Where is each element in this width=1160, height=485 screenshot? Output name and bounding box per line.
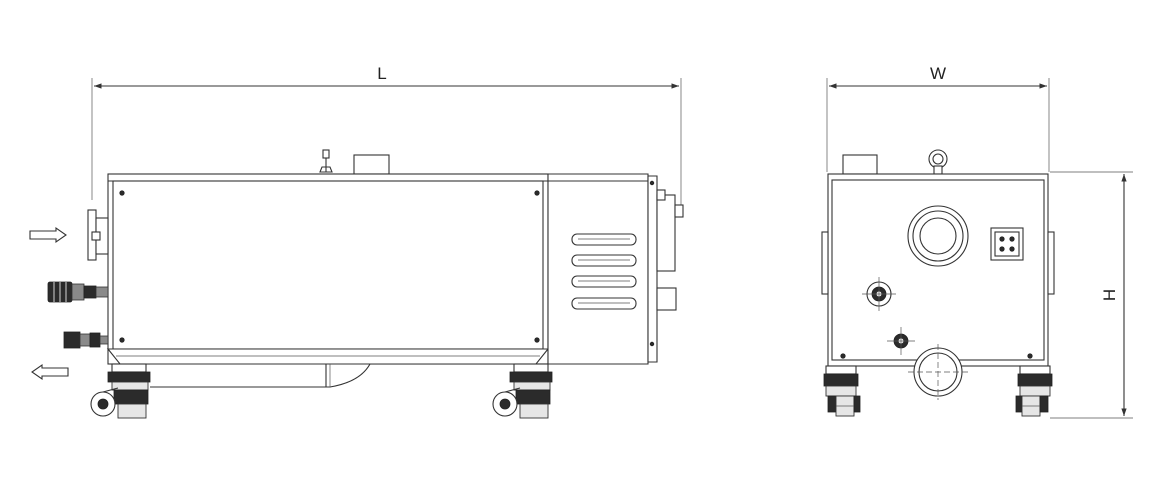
front-view: W H [821,64,1133,419]
front-body [821,173,1055,367]
electrical-connector [990,227,1024,261]
top-fittings [319,149,390,175]
width-dimension: W [826,64,1050,172]
front-top-fittings [842,149,948,175]
front-caster-right [1015,365,1053,417]
lower-coupling [63,331,109,349]
height-dimension: H [1050,171,1133,419]
front-caster-left [823,365,861,417]
flow-arrows [29,226,69,381]
side-view: L [29,64,684,419]
motor-housing [547,173,684,365]
height-label: H [1100,289,1119,301]
inlet-flange [87,209,109,261]
side-caster-left [90,363,151,419]
side-body [106,173,550,388]
vent-slots [571,233,637,310]
drain-port [887,327,915,355]
outlet-arrow-icon [31,363,69,381]
length-dimension: L [91,64,682,205]
upper-coupling [47,281,109,303]
width-label: W [930,64,946,83]
side-port [862,277,896,311]
inlet-arrow-icon [29,226,67,244]
side-caster-right [492,363,553,419]
length-label: L [377,64,386,83]
bottom-outlet [908,344,968,400]
main-port [907,205,969,267]
